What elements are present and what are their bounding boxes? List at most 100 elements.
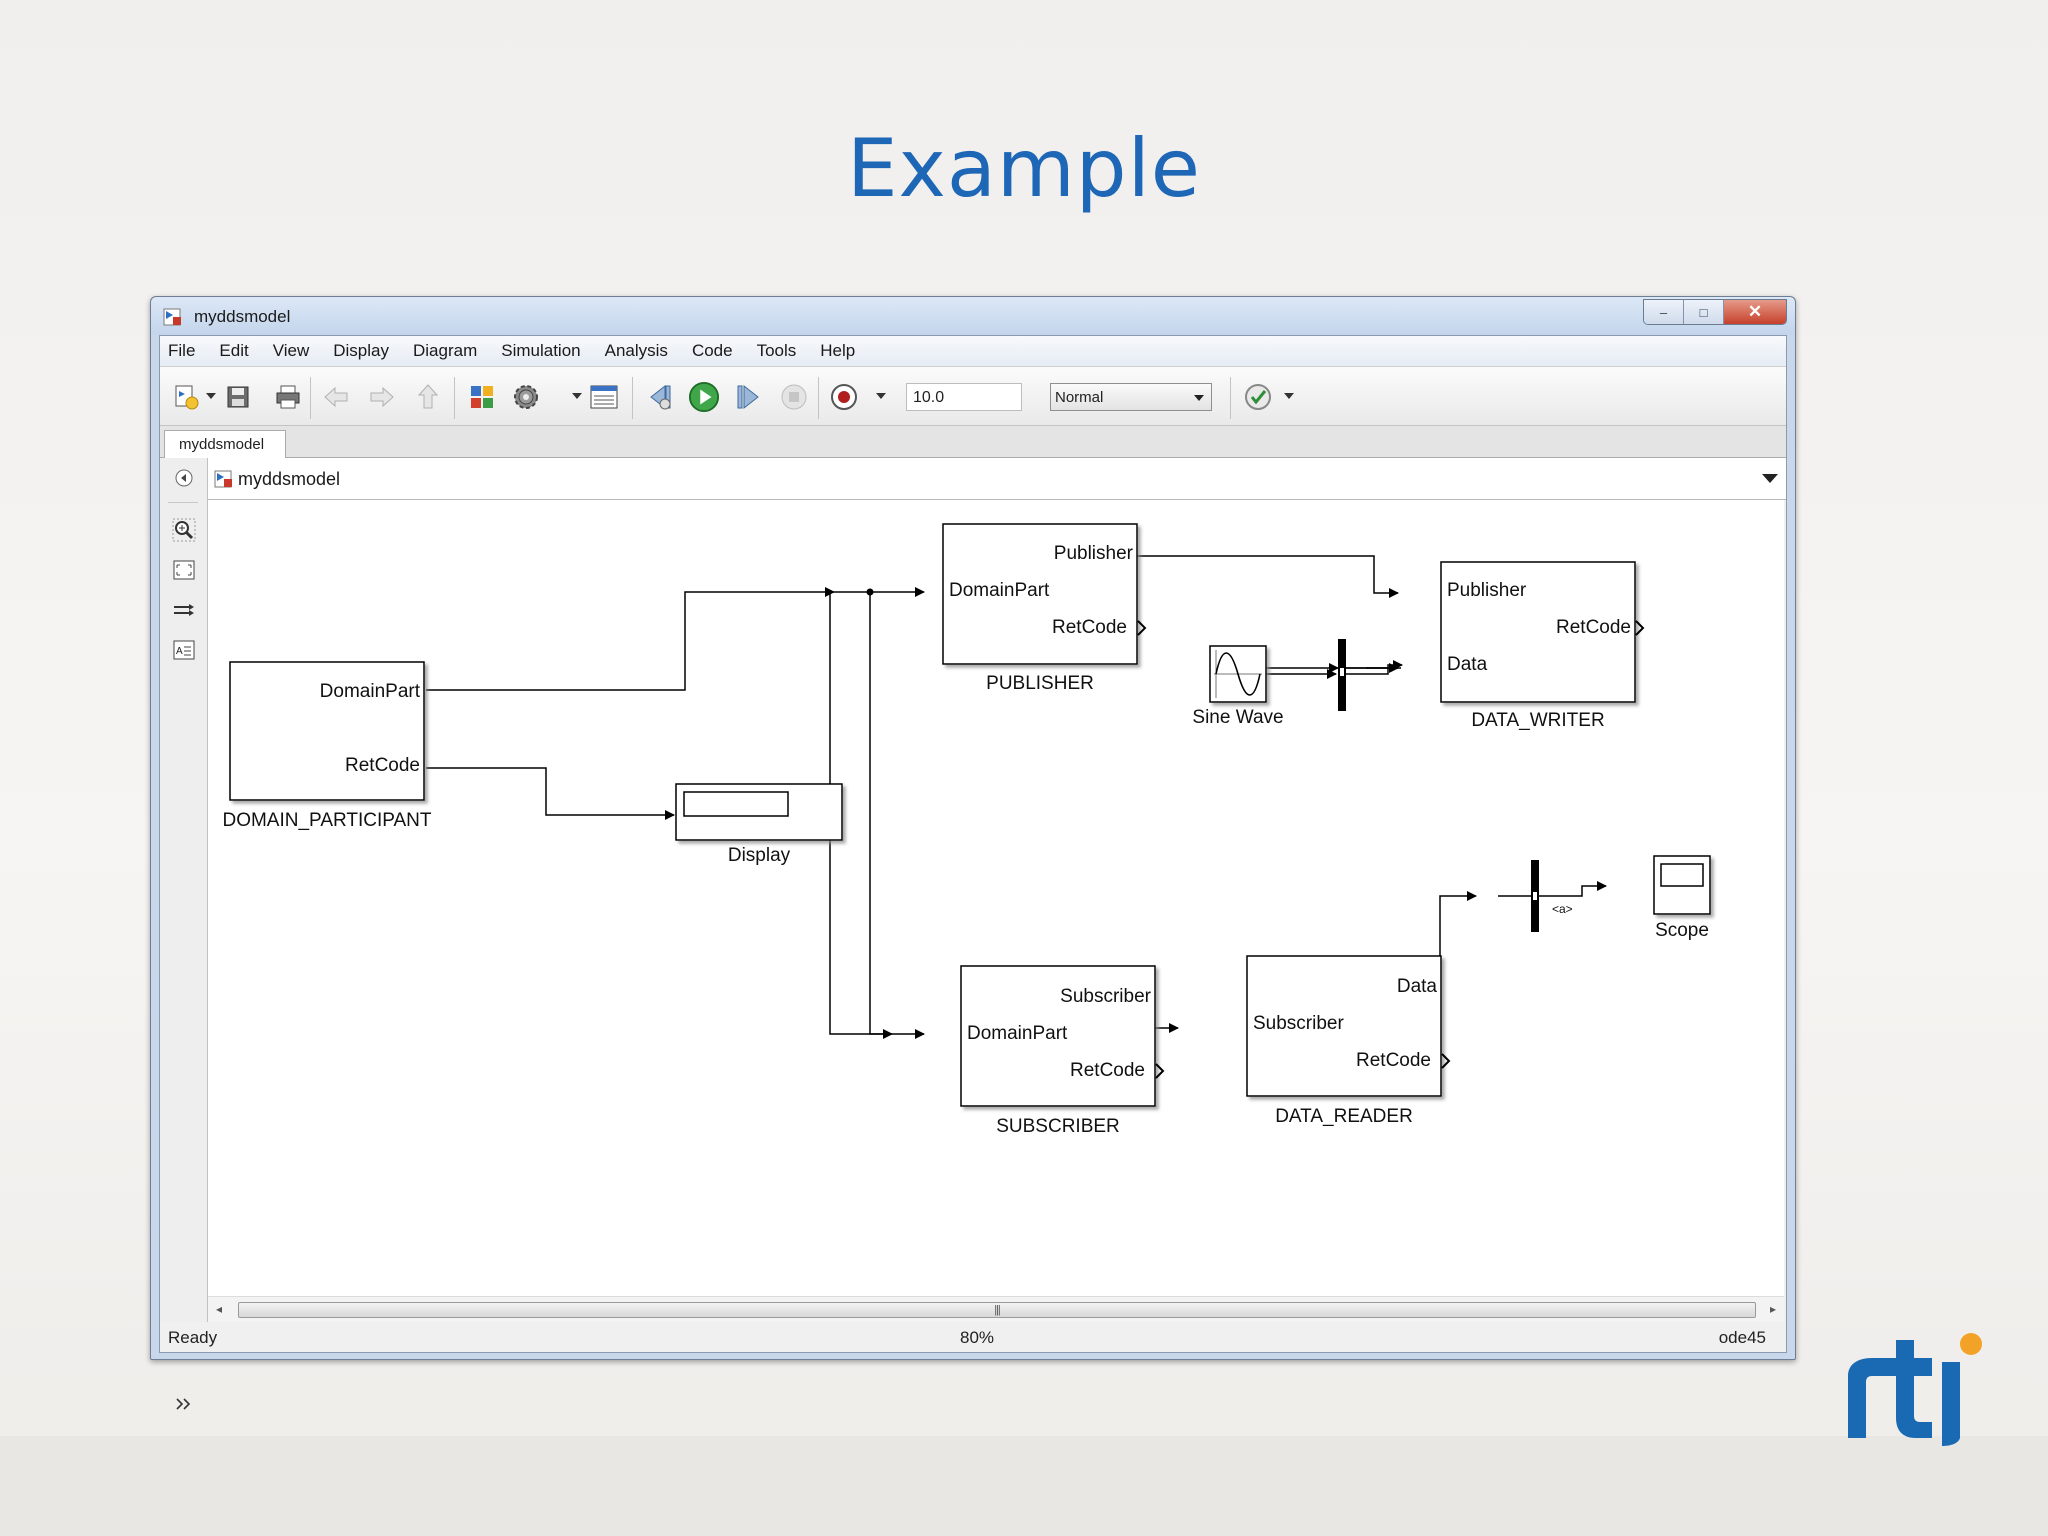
- signal-line[interactable]: [426, 767, 675, 820]
- slide-footer-band: [0, 1436, 2048, 1536]
- block-name: Scope: [1655, 920, 1709, 941]
- scroll-right-icon[interactable]: ▸: [1769, 1302, 1776, 1316]
- new-model-icon[interactable]: [170, 381, 202, 413]
- model-explorer-icon[interactable]: [588, 381, 620, 413]
- simulation-mode-select[interactable]: Normal: [1050, 383, 1212, 411]
- port-label: DomainPart: [949, 580, 1050, 601]
- port-label: RetCode: [1356, 1050, 1431, 1071]
- hide-explorer-icon[interactable]: [170, 464, 198, 492]
- menu-code[interactable]: Code: [691, 341, 733, 360]
- menu-help[interactable]: Help: [820, 341, 856, 360]
- status-bar: Ready 80% ode45: [160, 1322, 1786, 1352]
- zoom-in-icon[interactable]: [170, 516, 198, 544]
- bus-selector-port: [1533, 892, 1537, 900]
- block-data-reader[interactable]: Data Subscriber RetCode DATA_READER: [1246, 955, 1451, 1127]
- block-data-writer[interactable]: Publisher RetCode Data DATA_WRITER: [1440, 561, 1645, 731]
- port-label: Data: [1397, 976, 1438, 997]
- simulink-model-icon: [163, 308, 181, 326]
- model-canvas[interactable]: DomainPart RetCode DOMAIN_PARTICIPANT Di…: [208, 500, 1784, 1296]
- toolbar-separator: [818, 377, 819, 419]
- stop-icon[interactable]: [778, 381, 810, 413]
- run-icon[interactable]: [688, 381, 720, 413]
- settings-dropdown-icon[interactable]: [572, 393, 582, 399]
- signal-lines-icon[interactable]: [170, 596, 198, 624]
- toolbar-separator: [454, 377, 455, 419]
- block-subscriber[interactable]: Subscriber DomainPart RetCode SUBSCRIBER: [960, 965, 1165, 1137]
- output-port-icon: [1441, 1053, 1451, 1069]
- port-label: Publisher: [1054, 543, 1134, 564]
- window-client-area: File Edit View Display Diagram Simulatio…: [159, 335, 1787, 1410]
- menu-edit[interactable]: Edit: [219, 341, 249, 360]
- port-label: Subscriber: [1060, 986, 1151, 1007]
- print-icon[interactable]: [272, 381, 304, 413]
- model-tabstrip: myddsmodel: [160, 426, 1786, 458]
- slide-title: Example: [846, 122, 1202, 215]
- port-label: Data: [1447, 654, 1488, 675]
- scrollbar-thumb[interactable]: |||: [238, 1302, 1756, 1318]
- block-scope[interactable]: Scope: [1653, 855, 1711, 941]
- stop-time-input[interactable]: 10.0: [906, 383, 1022, 411]
- up-icon[interactable]: [412, 381, 444, 413]
- port-label: RetCode: [1556, 617, 1631, 638]
- record-dropdown-icon[interactable]: [876, 393, 886, 399]
- window-titlebar[interactable]: myddsmodel – □ ✕: [151, 297, 1795, 335]
- save-icon[interactable]: [222, 381, 254, 413]
- tab-myddsmodel[interactable]: myddsmodel: [164, 430, 286, 458]
- block-domain-participant[interactable]: DomainPart RetCode DOMAIN_PARTICIPANT: [222, 661, 432, 831]
- status-text: Ready: [168, 1328, 218, 1347]
- scroll-left-icon[interactable]: ◂: [216, 1302, 223, 1316]
- signal-line[interactable]: [869, 592, 925, 1039]
- library-browser-icon[interactable]: [466, 381, 498, 413]
- address-path: myddsmodel: [238, 469, 341, 489]
- new-model-dropdown-icon[interactable]: [206, 393, 216, 399]
- port-label: DomainPart: [320, 681, 421, 702]
- menu-simulation[interactable]: Simulation: [501, 341, 581, 360]
- maximize-button[interactable]: □: [1684, 300, 1724, 324]
- model-settings-icon[interactable]: [510, 381, 542, 413]
- block-display[interactable]: Display: [675, 783, 843, 866]
- forward-icon[interactable]: [366, 381, 398, 413]
- signal-line[interactable]: [426, 587, 835, 691]
- block-name: SUBSCRIBER: [996, 1116, 1120, 1137]
- menu-diagram[interactable]: Diagram: [413, 341, 478, 360]
- minimize-button[interactable]: –: [1644, 300, 1684, 324]
- menu-bar: File Edit View Display Diagram Simulatio…: [160, 336, 1786, 366]
- block-publisher[interactable]: Publisher DomainPart RetCode PUBLISHER: [942, 523, 1147, 694]
- address-bar[interactable]: myddsmodel: [208, 458, 1786, 500]
- menu-view[interactable]: View: [272, 341, 310, 360]
- menu-file[interactable]: File: [168, 341, 196, 360]
- block-name: PUBLISHER: [986, 673, 1094, 694]
- rti-logo: [1848, 1333, 1982, 1446]
- step-forward-icon[interactable]: [732, 381, 764, 413]
- signal-line[interactable]: [1498, 881, 1607, 897]
- record-icon[interactable]: [828, 381, 860, 413]
- block-name: DOMAIN_PARTICIPANT: [222, 810, 431, 831]
- menu-display[interactable]: Display: [333, 341, 389, 360]
- port-label: RetCode: [1052, 617, 1127, 638]
- back-icon[interactable]: [320, 381, 352, 413]
- chevron-down-icon[interactable]: [1762, 474, 1778, 483]
- block-name: DATA_READER: [1275, 1106, 1413, 1127]
- menu-tools[interactable]: Tools: [756, 341, 797, 360]
- signal-line[interactable]: [1346, 660, 1403, 675]
- sine-wave-icon: [1215, 652, 1261, 696]
- signal-line[interactable]: [1080, 555, 1399, 598]
- port-label: DomainPart: [967, 1023, 1068, 1044]
- block-diagram: DomainPart RetCode DOMAIN_PARTICIPANT Di…: [222, 523, 1711, 1137]
- expand-palette-icon[interactable]: [170, 1390, 198, 1418]
- fit-to-view-icon[interactable]: [170, 556, 198, 584]
- annotation-icon[interactable]: A: [170, 636, 198, 664]
- port-label: Subscriber: [1253, 1013, 1344, 1034]
- advisor-dropdown-icon[interactable]: [1284, 393, 1294, 399]
- menu-analysis[interactable]: Analysis: [604, 341, 668, 360]
- block-sine-wave[interactable]: Sine Wave: [1192, 645, 1284, 728]
- step-back-icon[interactable]: [644, 381, 676, 413]
- solver-name[interactable]: ode45: [1718, 1328, 1766, 1347]
- simulink-model-icon: [214, 470, 232, 488]
- palette-separator: [168, 502, 198, 503]
- model-advisor-icon[interactable]: [1242, 381, 1274, 413]
- close-button[interactable]: ✕: [1724, 300, 1786, 324]
- port-label: Publisher: [1447, 580, 1527, 601]
- horizontal-scrollbar[interactable]: ◂ ||| ▸: [208, 1296, 1784, 1322]
- toolbar: 10.0 Normal: [160, 366, 1786, 426]
